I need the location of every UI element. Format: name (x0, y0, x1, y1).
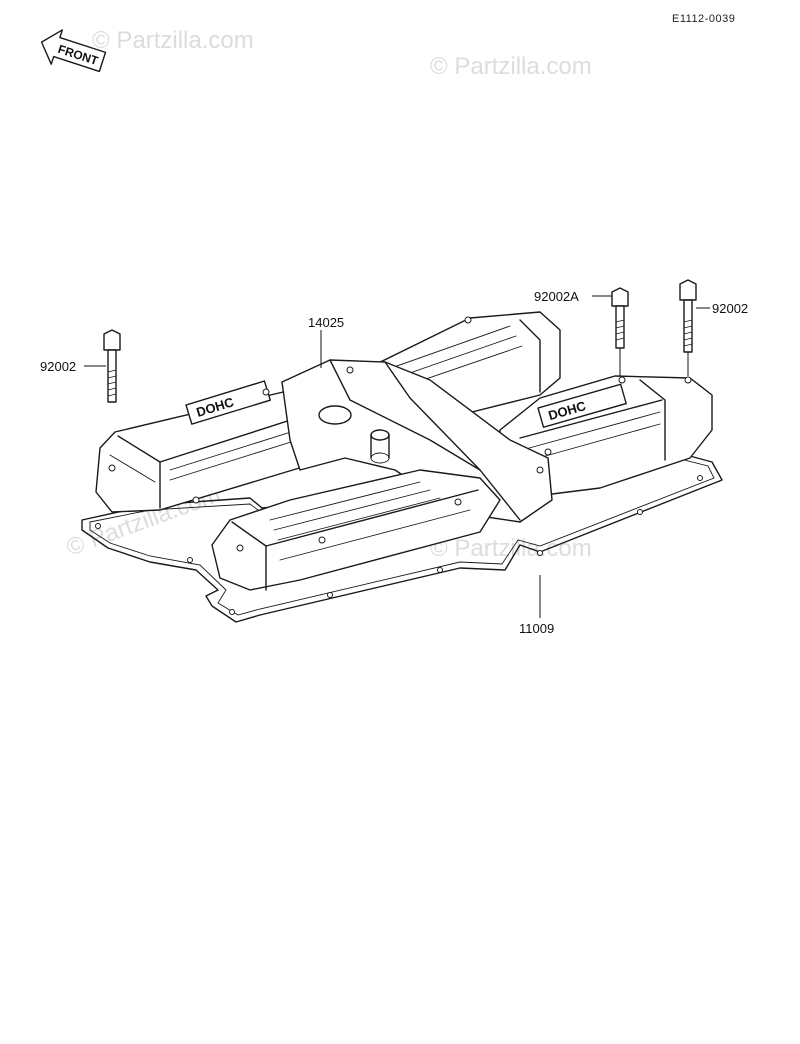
cam-cover-front-right: DOHC (499, 375, 713, 499)
bolt-92002a (611, 287, 629, 349)
watermark-1: © Partzilla.com (92, 27, 254, 54)
bolt-right (679, 279, 697, 353)
watermark-4: © Partzilla.com (430, 535, 592, 562)
bolt-left (103, 329, 121, 403)
callout-92002-right: 92002 (712, 301, 748, 316)
cam-cover-front-left (211, 469, 501, 591)
watermark-2: © Partzilla.com (430, 53, 592, 80)
callout-92002-left: 92002 (40, 359, 76, 374)
diagram-code: E1112-0039 (672, 13, 735, 25)
callout-92002a: 92002A (534, 289, 579, 304)
callout-11009: 11009 (519, 621, 554, 636)
callout-14025: 14025 (308, 315, 344, 330)
breather-cover-14025 (281, 359, 553, 523)
leader-lines (84, 295, 710, 618)
